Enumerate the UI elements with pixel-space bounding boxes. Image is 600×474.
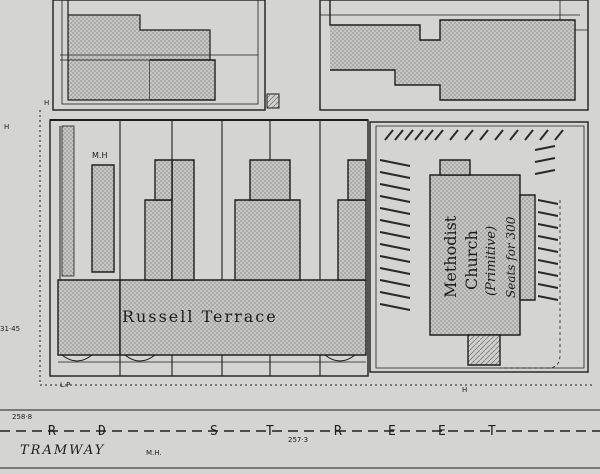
pavement — [0, 110, 600, 469]
hydrant-label-2: H — [4, 123, 10, 131]
church-plot — [369, 121, 589, 373]
church-line-1: Methodist — [441, 215, 460, 298]
street-letter-4: T — [266, 424, 274, 439]
street-letter-8: T — [488, 424, 496, 439]
spot-height-2: 258·8 — [12, 413, 33, 421]
church-label-4: Seats for 300 — [504, 216, 518, 298]
spot-height-1: 31·45 — [0, 325, 21, 333]
church-label-2: Church — [462, 230, 481, 290]
tramway-label: TRAMWAY — [20, 443, 106, 458]
hydrant-label-3: H — [462, 386, 468, 394]
lamp-post-label: L.P — [60, 381, 71, 389]
top-left-block — [52, 0, 266, 111]
street-letter-5: R — [334, 424, 342, 439]
street-letter-7: E — [438, 424, 446, 439]
small-hatched-square — [266, 93, 280, 109]
street-letter-6: E — [388, 424, 396, 439]
hydrant-label-1: H — [44, 99, 50, 107]
terrace-label: Russell Terrace — [122, 307, 278, 326]
mh-label-1: M.H — [92, 151, 108, 160]
street-letter-3: S — [210, 424, 218, 439]
top-right-block — [319, 0, 589, 111]
church-label-3: (Primitive) — [484, 225, 499, 296]
church-line-3: (Primitive) — [484, 225, 499, 296]
street-name: R D S T R E E T — [0, 424, 600, 439]
street-letter-2: D — [98, 424, 106, 439]
terrace-block — [49, 119, 369, 377]
street-letter-1: R — [48, 424, 56, 439]
church-line-2: Church — [462, 230, 481, 290]
church-label: Methodist — [441, 215, 460, 298]
tramway-mh-label: M.H. — [146, 449, 162, 457]
spot-height-3: 257·3 — [288, 436, 309, 444]
church-line-4: Seats for 300 — [504, 216, 518, 298]
